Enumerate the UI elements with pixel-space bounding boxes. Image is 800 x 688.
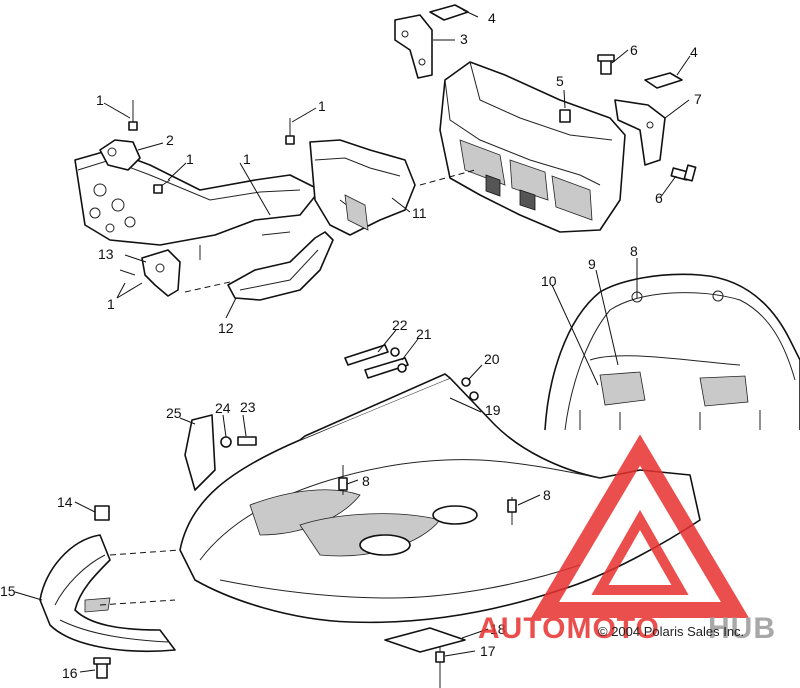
bracket-part-7 bbox=[614, 99, 666, 166]
callout-8a: 8 bbox=[630, 243, 638, 259]
callout-6b: 6 bbox=[655, 190, 663, 206]
washer-part-21 bbox=[390, 347, 407, 373]
bracket-part-11 bbox=[309, 139, 416, 236]
bolt-part-16 bbox=[93, 657, 111, 679]
callout-17: 17 bbox=[480, 643, 496, 659]
callout-11: 11 bbox=[412, 205, 427, 221]
callout-9: 9 bbox=[588, 256, 596, 272]
watermark-triangle bbox=[530, 434, 750, 618]
bolt-part-8-right bbox=[507, 497, 517, 525]
callout-22: 22 bbox=[392, 317, 408, 333]
automotohub-watermark: AUTOMOTO HUB bbox=[478, 434, 776, 645]
callout-16: 16 bbox=[62, 665, 78, 681]
bracket-part-25 bbox=[184, 414, 216, 491]
callout-25: 25 bbox=[166, 405, 182, 421]
nut-part-5 bbox=[559, 109, 571, 123]
callout-15: 15 bbox=[0, 583, 16, 599]
callout-3: 3 bbox=[460, 31, 468, 47]
callout-1c: 1 bbox=[186, 151, 194, 167]
callout-8b: 8 bbox=[362, 473, 370, 489]
callout-6a: 6 bbox=[630, 42, 638, 58]
bolt-part-6-top bbox=[597, 54, 615, 75]
washer-part-24 bbox=[220, 436, 232, 448]
callout-1a: 1 bbox=[96, 92, 104, 108]
callout-7: 7 bbox=[694, 91, 702, 107]
callout-19: 19 bbox=[485, 402, 501, 418]
rod-part-22 bbox=[344, 344, 409, 379]
callout-4b: 4 bbox=[690, 44, 698, 60]
callout-numbers: 1 1 1 1 1 2 3 4 4 5 6 6 7 8 8 8 9 10 11 … bbox=[0, 10, 702, 681]
callout-14: 14 bbox=[57, 494, 73, 510]
callout-1d: 1 bbox=[243, 151, 251, 167]
inset-hood-view bbox=[544, 273, 800, 431]
callout-23: 23 bbox=[240, 399, 256, 415]
decal-part-4-right bbox=[644, 72, 683, 89]
bolt-part-17 bbox=[435, 640, 445, 688]
callout-1b: 1 bbox=[318, 98, 326, 114]
callout-12: 12 bbox=[218, 320, 234, 336]
copyright-notice: © 2004 Polaris Sales Inc. bbox=[598, 624, 744, 639]
pin-part-23 bbox=[237, 436, 257, 446]
callout-21: 21 bbox=[416, 326, 432, 342]
bracket-part-3 bbox=[394, 14, 433, 79]
bracket-part-13 bbox=[141, 249, 181, 297]
callout-18: 18 bbox=[490, 621, 506, 637]
callout-5: 5 bbox=[556, 73, 564, 89]
bracket-part-2 bbox=[99, 139, 141, 171]
watermark-brand-part2: HUB bbox=[708, 612, 776, 645]
callout-13: 13 bbox=[98, 246, 114, 262]
callout-24: 24 bbox=[215, 400, 231, 416]
front-bulkhead-crossmember bbox=[439, 61, 626, 233]
plate-part-18 bbox=[384, 627, 466, 653]
fasteners-part-1 bbox=[119, 100, 295, 276]
callout-1e: 1 bbox=[107, 296, 115, 312]
callout-8c: 8 bbox=[543, 487, 551, 503]
bushing-part-14 bbox=[94, 505, 110, 521]
bolt-part-6-right bbox=[670, 164, 697, 182]
callout-4a: 4 bbox=[488, 10, 496, 26]
callout-2: 2 bbox=[166, 132, 174, 148]
strut-part-12 bbox=[227, 231, 334, 301]
watermark-triangle-inner bbox=[591, 509, 689, 595]
watermark-brand-part1: AUTOMOTO bbox=[478, 612, 660, 645]
bumper-part-15 bbox=[39, 534, 176, 653]
decal-part-4-top bbox=[429, 4, 469, 21]
leader-lines bbox=[14, 9, 691, 673]
callout-20: 20 bbox=[484, 351, 500, 367]
front-frame-left bbox=[74, 149, 321, 246]
callout-10: 10 bbox=[541, 273, 557, 289]
